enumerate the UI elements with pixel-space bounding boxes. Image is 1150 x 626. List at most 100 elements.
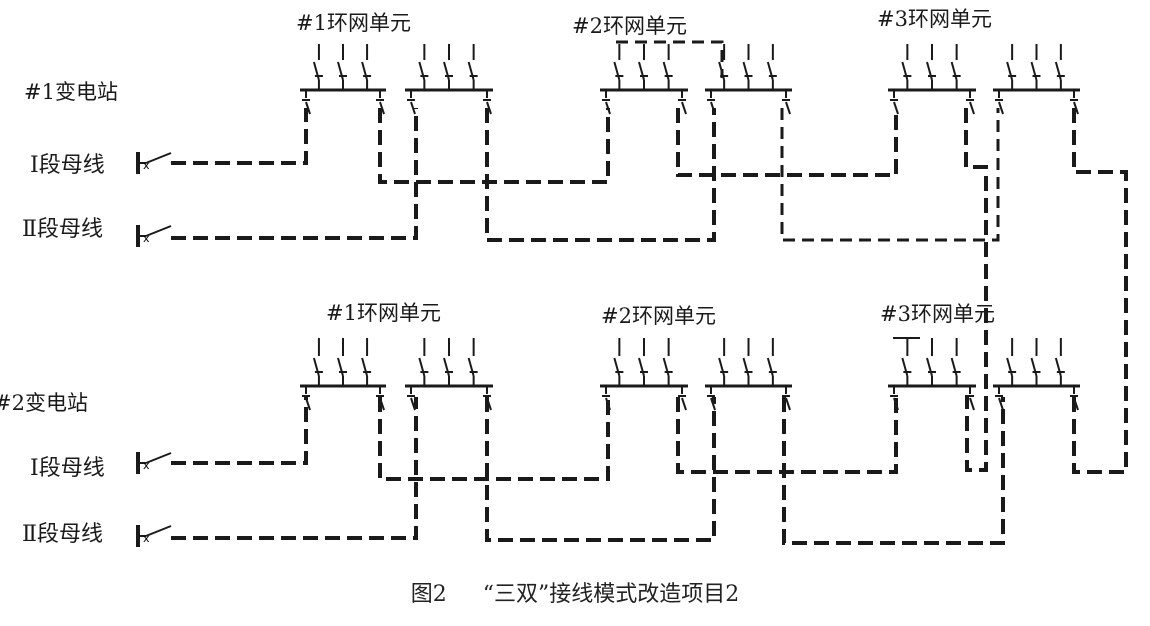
s2-link-u2-u3-b [782,397,1005,545]
s1-u2-top-link [616,40,724,78]
s1-cabinet-3-line-switch-2 [678,90,687,115]
s1-ring-cabinet-3 [600,44,688,115]
s2-ring-cabinet-3 [600,338,688,411]
s1-cabinet-4-load-switch-1 [718,44,729,90]
s1-cabinet-1-load-switch-3 [361,44,372,90]
station-2-bus-1-breaker: x [136,452,172,474]
station-2-breakers: x x [136,452,172,547]
s2-cabinet-6-load-switch-1 [1006,338,1017,386]
s1-cabinet-2-load-switch-3 [467,44,478,90]
s1-ring-cabinet-4 [705,44,792,115]
station-1-bus-2-breaker: x [136,225,172,247]
s1-bus2-feeder [171,108,418,240]
station-1-bus-1-breaker: x [136,152,172,174]
s2-bus2-feeder [171,397,418,540]
s2-cabinet-6-load-switch-2 [1030,338,1041,386]
s1-cabinet-6-line-switch-1 [995,90,1004,115]
station-1-unit-1-label: #1环网单元 [296,11,411,35]
s1-cabinet-4-load-switch-3 [766,44,777,90]
s1-cabinet-5-line-switch-1 [890,90,899,115]
station-1-unit-2-label: #2环网单元 [572,14,687,38]
s2-link-u2-u3-a [676,397,898,474]
s2-cabinet-5-load-switch-2 [926,338,936,386]
s2-ring-cabinet-1 [300,338,386,411]
s2-cabinet-5-load-switch-3 [950,338,961,386]
s2-cabinet-1-load-switch-1 [312,338,323,386]
s1-link-u2-u3-a [676,108,898,177]
s1-cabinet-3-load-switch-3 [662,44,673,90]
svg-text:x: x [143,532,150,545]
s1-cabinet-6-load-switch-3 [1054,44,1065,90]
s1-ring-cabinet-6 [993,44,1080,115]
station-1-label: #1变电站 [24,80,118,104]
s2-ring-cabinet-6 [993,338,1080,411]
s1-cabinet-3-load-switch-2 [638,44,648,90]
station-1-breakers: x x [136,152,172,247]
station-2-unit-2-label: #2环网单元 [601,304,716,328]
s1-cabinet-6-load-switch-2 [1030,44,1041,90]
station-1-unit-3-label: #3环网单元 [877,7,992,31]
s2-bus1-feeder [171,397,308,465]
s1-link-u1-u2-a [378,108,610,184]
s2-cabinet-3-line-switch-2 [678,386,687,411]
s2-cabinet-3-load-switch-1 [613,338,624,386]
s1-bus1-feeder [171,108,308,165]
figure-title: “三双”接线模式改造项目2 [482,582,740,607]
cable-routes [171,40,1128,545]
s1-cabinet-5-load-switch-2 [926,44,936,90]
figure-number: 图2 [410,582,447,607]
s1-u3-to-s2-u3 [964,108,988,472]
labels: #1变电站 Ⅰ段母线 Ⅱ段母线 #1环网单元 #2环网单元 #3环网单元 #2变… [0,7,995,547]
s1-cabinet-4-load-switch-2 [742,44,753,90]
s2-cabinet-4-load-switch-3 [766,338,777,386]
s2-cabinet-3-load-switch-3 [662,338,673,386]
s2-cabinet-6-load-switch-3 [1054,338,1065,386]
s2-cabinet-2-line-switch-1 [407,386,416,411]
s2-ring-cabinet-5 [888,338,976,411]
s2-cabinet-5-load-switch-1 [901,338,912,386]
svg-text:x: x [143,159,150,172]
station-2-bus-2-label: Ⅱ段母线 [22,522,103,547]
s2-link-u1-u2-b [485,397,716,542]
s1-cabinet-6-load-switch-1 [1006,44,1017,90]
s1-cabinet-1-load-switch-1 [312,44,323,90]
s1-cabinet-3-line-switch-1 [602,90,611,115]
svg-text:x: x [143,459,150,472]
station-2-label: #2变电站 [0,391,88,415]
station-1-bus-2-label: Ⅱ段母线 [22,217,103,242]
s1-cabinet-2-load-switch-1 [418,44,429,90]
s2-cabinet-2-load-switch-2 [443,338,453,386]
s2-cabinet-3-load-switch-2 [638,338,648,386]
s2-cabinet-1-load-switch-3 [361,338,372,386]
s1-ring-cabinet-5 [888,44,976,115]
s1-cabinet-3-load-switch-1 [613,44,624,90]
s1-ring-cabinet-2 [405,44,493,115]
s2-cabinet-1-load-switch-2 [337,338,347,386]
s1-cabinet-2-load-switch-2 [443,44,453,90]
s2-cabinet-2-load-switch-1 [418,338,429,386]
s1-cabinet-5-line-switch-2 [966,90,975,115]
s2-cabinet-4-line-switch-2 [782,386,791,411]
s2-cabinet-2-load-switch-3 [467,338,478,386]
s2-ring-cabinet-4 [705,338,792,411]
station-2-unit-1-label: #1环网单元 [326,301,441,325]
s1-cabinet-5-load-switch-3 [950,44,961,90]
s1-link-u2-u3-b [780,108,1000,242]
s1-cabinet-2-line-switch-1 [407,90,416,115]
station-2-unit-3-label: #3环网单元 [880,302,995,326]
s2-cabinet-4-load-switch-1 [718,338,729,386]
s1-cabinet-4-line-switch-2 [782,90,791,115]
station-1-bus-1-label: Ⅰ段母线 [30,153,105,178]
station-2-bus-1-label: Ⅰ段母线 [30,456,105,481]
s2-cabinet-6-line-switch-1 [995,386,1004,411]
ring-unit-symbols [300,44,1080,411]
figure-caption: 图2 “三双”接线模式改造项目2 [0,576,1150,608]
s2-cabinet-4-load-switch-2 [742,338,753,386]
station-2-bus-2-breaker: x [136,525,172,547]
s1-cabinet-5-load-switch-1 [901,44,912,90]
s1-ring-cabinet-1 [300,44,386,115]
s1-cabinet-1-load-switch-2 [337,44,347,90]
s2-ring-cabinet-2 [405,338,493,411]
svg-text:x: x [143,232,150,245]
